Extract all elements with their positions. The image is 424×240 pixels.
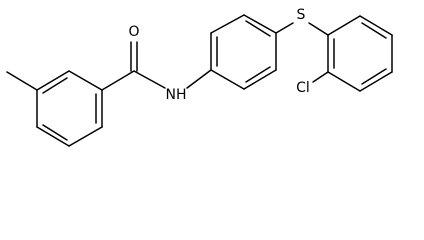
bond xyxy=(42,124,68,141)
nh-label: NH xyxy=(166,87,187,103)
bond xyxy=(42,77,68,94)
bond xyxy=(361,68,387,85)
bond xyxy=(36,126,70,147)
bond xyxy=(186,69,212,89)
bond xyxy=(359,15,393,36)
bond xyxy=(327,71,361,92)
thioether-bond xyxy=(275,22,294,34)
chloro-bond xyxy=(312,71,329,83)
bond xyxy=(243,14,277,34)
bond xyxy=(210,69,245,90)
chlorophenyl-ring xyxy=(327,15,393,92)
thioether-bond xyxy=(308,22,329,36)
chlorine-label: Cl xyxy=(296,80,310,96)
sulfur-label: S xyxy=(297,7,306,23)
phenylene-ring xyxy=(210,14,277,90)
bond xyxy=(101,70,135,91)
bond xyxy=(210,14,245,34)
bond xyxy=(68,70,103,91)
bond xyxy=(327,15,361,36)
methyl-bond xyxy=(6,71,38,91)
bond xyxy=(361,22,387,39)
bond xyxy=(243,69,277,90)
structure-figure: O NH S Cl xyxy=(6,7,393,147)
molecule-drawing: O NH S Cl xyxy=(6,7,393,147)
bond xyxy=(245,66,271,83)
oxygen-label: O xyxy=(128,24,139,40)
amide-bond xyxy=(133,70,166,89)
bond xyxy=(245,20,271,37)
bond xyxy=(359,71,393,92)
bond xyxy=(68,126,103,147)
bond xyxy=(36,70,70,91)
tolyl-ring xyxy=(36,70,103,147)
